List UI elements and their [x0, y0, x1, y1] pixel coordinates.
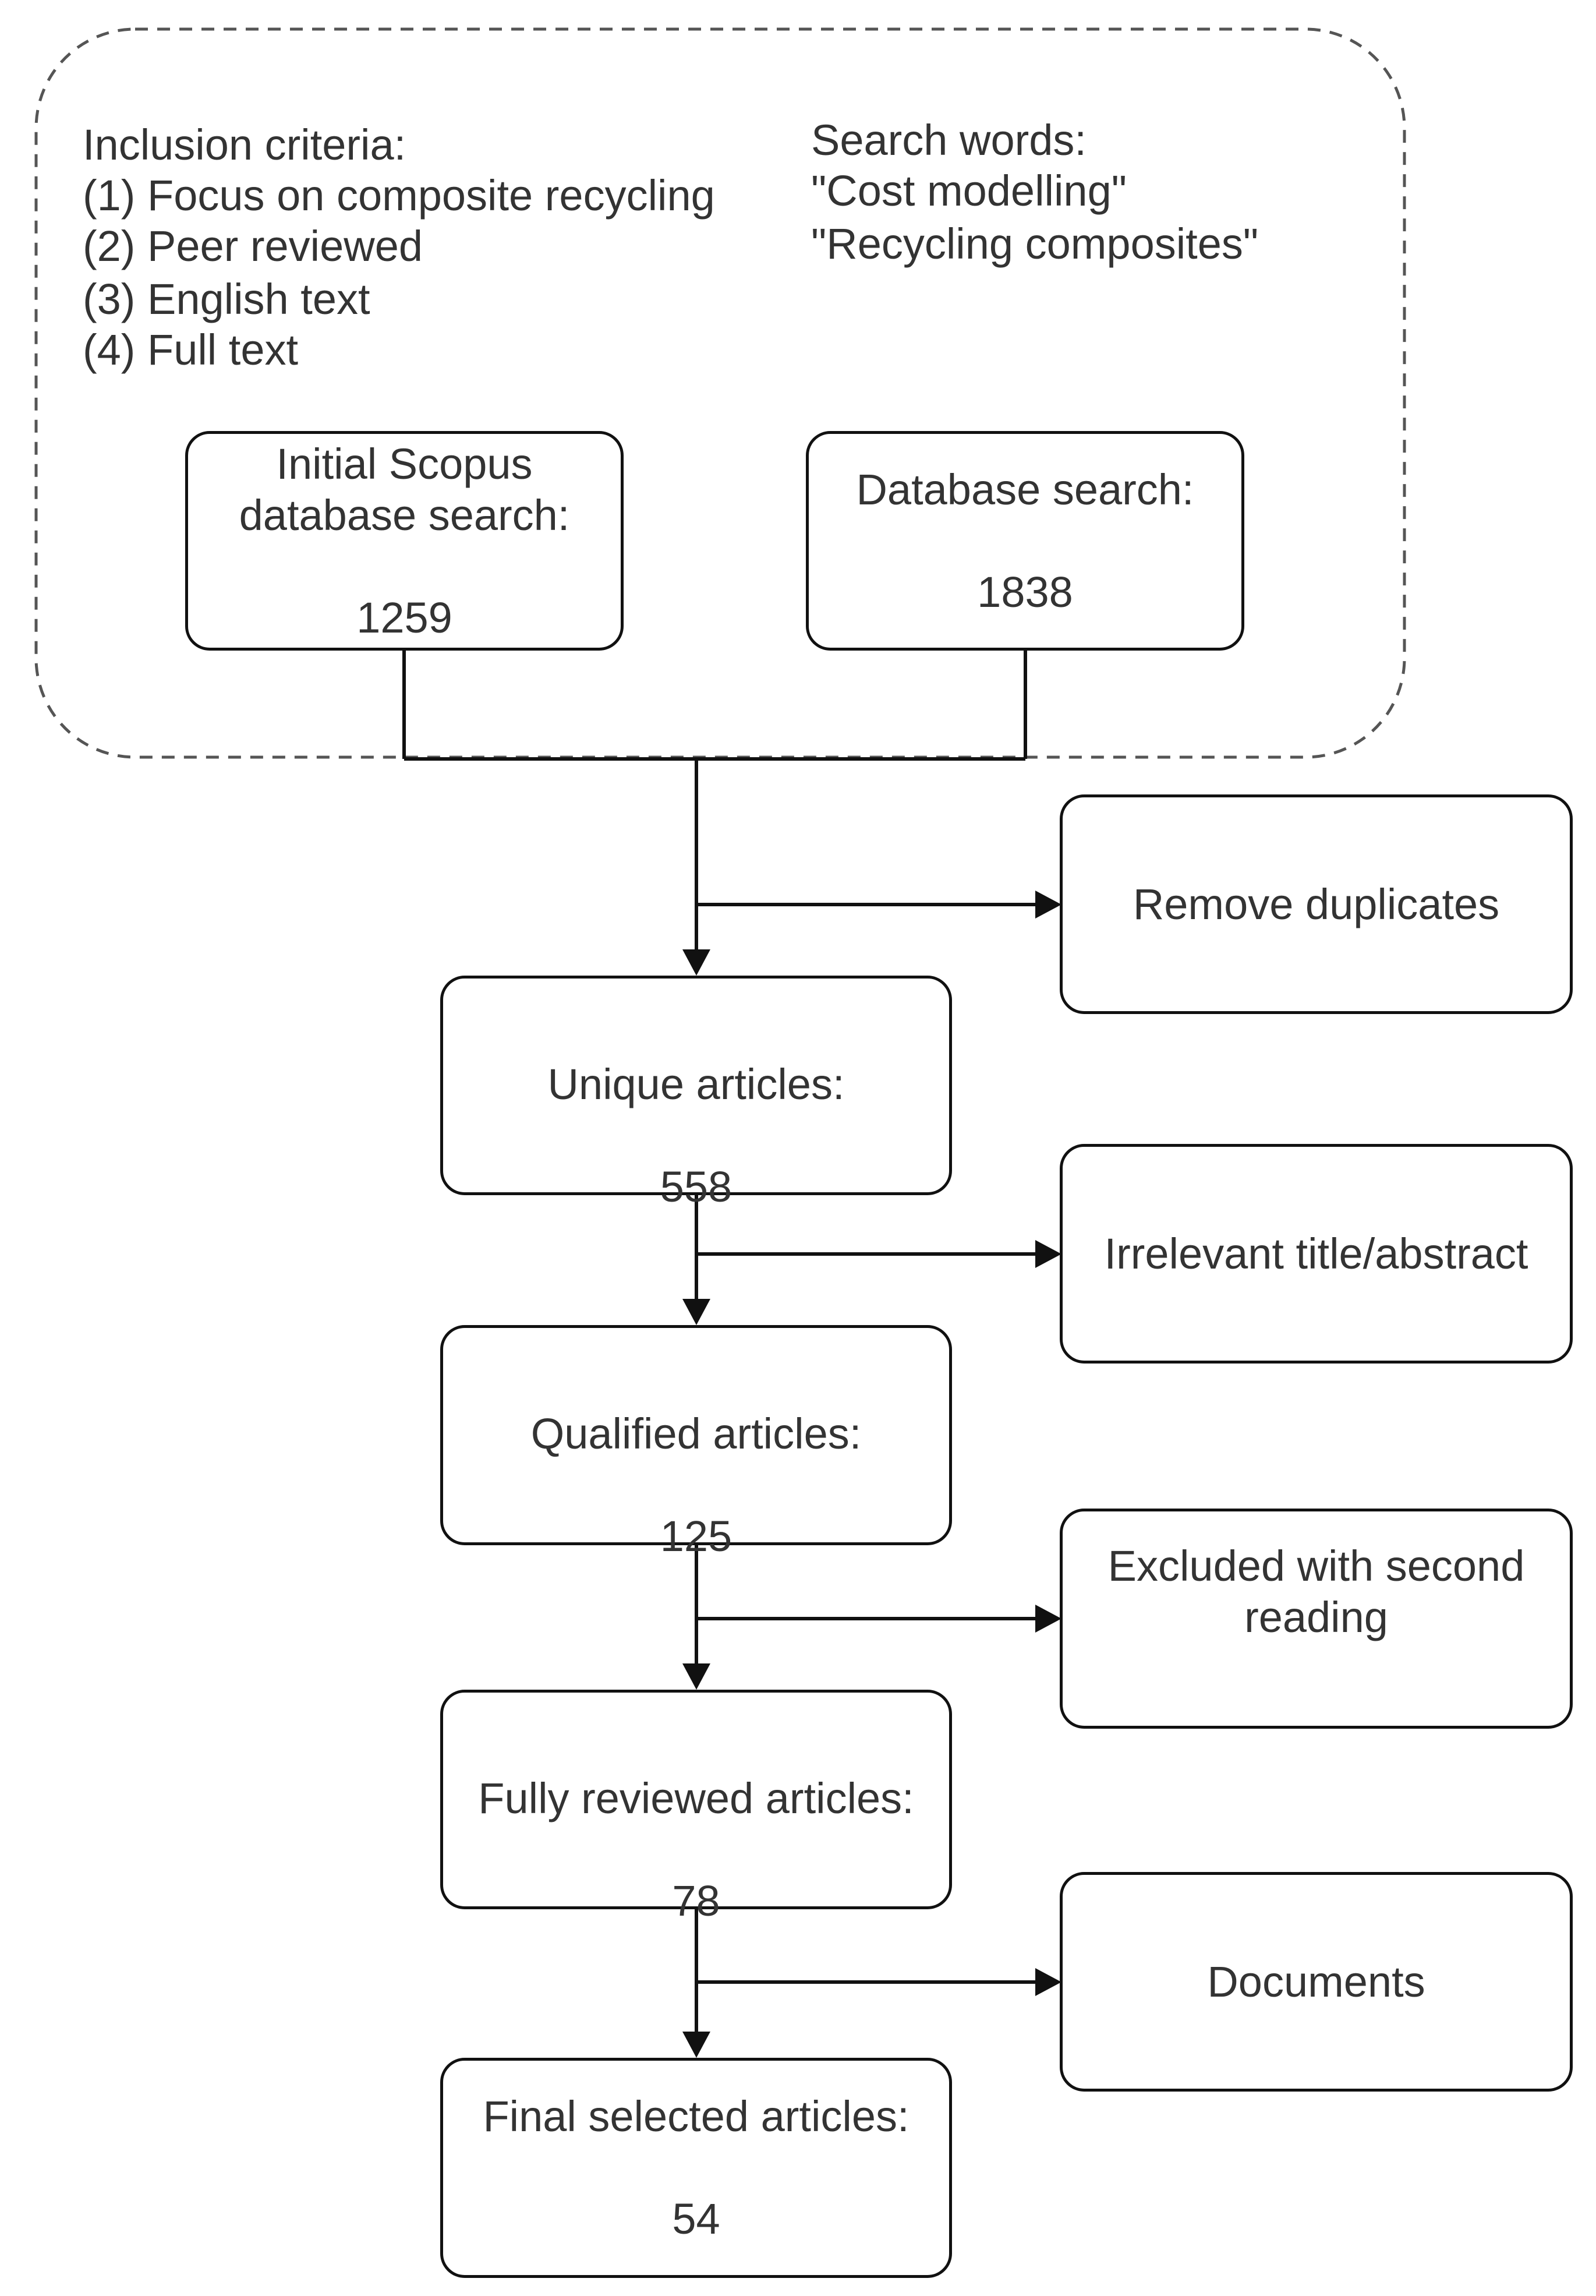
database-search-value: 1838	[977, 567, 1073, 616]
unique-articles-value: 558	[660, 1163, 732, 1211]
remove-duplicates-box: Remove duplicates	[1060, 794, 1573, 1014]
arrowhead-irrelevant	[1035, 1240, 1061, 1268]
initial-search-box: Initial Scopus database search: 1259	[185, 431, 624, 651]
fully-reviewed-label: Fully reviewed articles:	[478, 1774, 914, 1822]
final-articles-label: Final selected articles:	[483, 2092, 910, 2140]
inclusion-criteria-item: (3) English text	[83, 275, 370, 323]
search-words-heading: Search words:	[811, 116, 1087, 164]
arrowhead-remove-duplicates	[1035, 891, 1061, 919]
documents-box: Documents	[1060, 1872, 1573, 2092]
second-reading-label: Excluded with second reading	[1107, 1542, 1525, 1641]
arrowhead-fully-reviewed	[682, 1663, 710, 1690]
inclusion-criteria-item: (2) Peer reviewed	[83, 222, 423, 270]
second-reading-box: Excluded with second reading	[1060, 1509, 1573, 1729]
arrowhead-second-reading	[1035, 1605, 1061, 1633]
irrelevant-box: Irrelevant title/abstract	[1060, 1144, 1573, 1364]
inclusion-criteria-heading: Inclusion criteria:	[83, 121, 406, 169]
unique-articles-label: Unique articles:	[547, 1060, 845, 1108]
initial-search-label: Initial Scopus database search:	[239, 439, 570, 539]
database-search-box: Database search: 1838	[806, 431, 1244, 651]
search-word-item: "Cost modelling"	[811, 167, 1127, 215]
initial-search-value: 1259	[356, 593, 452, 642]
irrelevant-label: Irrelevant title/abstract	[1104, 1229, 1528, 1278]
qualified-articles-box: Qualified articles: 125	[440, 1325, 952, 1560]
fully-reviewed-value: 78	[672, 1877, 720, 1925]
database-search-label: Database search:	[856, 465, 1194, 514]
arrowhead-documents	[1035, 1968, 1061, 1996]
arrowhead-final	[682, 2032, 710, 2058]
documents-label: Documents	[1207, 1957, 1425, 2006]
unique-articles-box: Unique articles: 558	[440, 976, 952, 1211]
inclusion-criteria-item: (4) Full text	[83, 326, 299, 374]
final-articles-value: 54	[672, 2195, 720, 2243]
search-word-item: "Recycling composites"	[811, 220, 1259, 268]
inclusion-criteria-item: (1) Focus on composite recycling	[83, 171, 715, 220]
final-articles-box: Final selected articles: 54	[440, 2058, 952, 2278]
fully-reviewed-box: Fully reviewed articles: 78	[440, 1690, 952, 1925]
qualified-articles-value: 125	[660, 1512, 732, 1560]
remove-duplicates-label: Remove duplicates	[1133, 879, 1500, 928]
arrowhead-unique	[682, 949, 710, 976]
arrowhead-qualified	[682, 1299, 710, 1325]
qualified-articles-label: Qualified articles:	[530, 1410, 862, 1458]
